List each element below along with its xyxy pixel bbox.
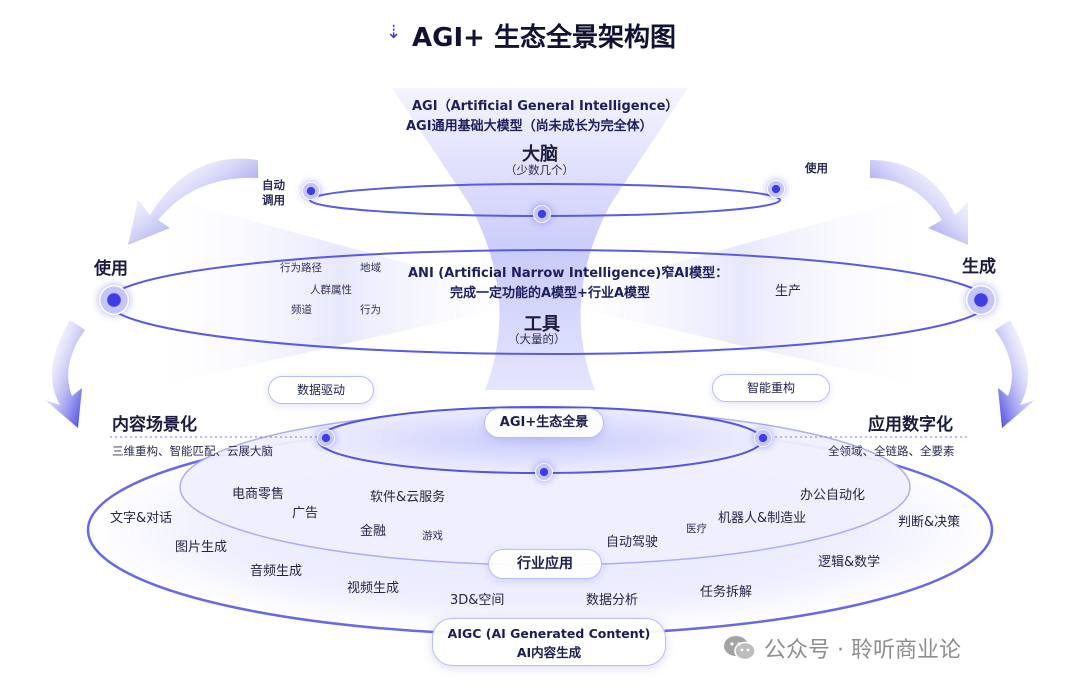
aigc-line2: AI内容生成 (433, 643, 665, 662)
watermark-text: 公众号 · 聆听商业论 (764, 632, 961, 664)
behavior-item: 地域 (360, 260, 381, 275)
industry-item: 医疗 (686, 521, 707, 536)
agi-ring-center-dot (533, 205, 551, 223)
outer-item: 图片生成 (175, 536, 227, 555)
generate-label: 生成 (962, 252, 996, 277)
industry-item: 办公自动化 (800, 484, 865, 503)
industry-pill: 行业应用 (488, 549, 602, 579)
agi-ring-right-dot (767, 180, 785, 198)
production-label: 生产 (775, 280, 801, 299)
outer-item: 音频生成 (250, 560, 302, 579)
arrow-left (45, 320, 85, 428)
use-left-label: 使用 (94, 254, 128, 279)
behavior-item: 行为 (360, 302, 381, 317)
outer-item: 视频生成 (347, 577, 399, 596)
industry-item: 游戏 (422, 528, 443, 543)
outer-item: 判断&决策 (898, 511, 960, 530)
outer-item: 数据分析 (586, 589, 638, 608)
industry-item: 自动驾驶 (606, 531, 658, 550)
behavior-item: 频道 (291, 302, 312, 317)
data-driven-pill: 数据驱动 (268, 376, 374, 404)
industry-item: 电商零售 (232, 483, 284, 502)
agi-line2: AGI通用基础大模型（尚未成长为完全体） (406, 115, 653, 134)
brain-sub: （少数几个） (505, 162, 574, 178)
outer-item: 文字&对话 (110, 507, 172, 526)
agi-ring-left-dot (302, 182, 320, 200)
behavior-item: 行为路径 (280, 260, 322, 275)
title-chevron-icon: ⇣ (386, 22, 401, 43)
outer-item: 逻辑&数学 (818, 551, 880, 570)
tool-sub: （大量的） (508, 331, 566, 347)
core-bottom-dot (535, 463, 553, 481)
app-title: 应用数字化 (868, 410, 953, 435)
ani-ring-right-dot (966, 285, 996, 315)
aigc-box: AIGC (AI Generated Content) AI内容生成 (432, 618, 666, 666)
aigc-line1: AIGC (AI Generated Content) (433, 624, 665, 643)
behavior-item: 人群属性 (310, 282, 352, 297)
arrow-right (995, 320, 1035, 428)
industry-item: 金融 (360, 520, 386, 539)
industry-item: 软件&云服务 (370, 486, 445, 505)
industry-item: 广告 (292, 502, 318, 521)
wechat-icon (722, 634, 758, 662)
smart-rebuild-pill: 智能重构 (712, 374, 830, 402)
ani-ring-left-dot (99, 285, 129, 315)
ani-line1: ANI (Artificial Narrow Intelligence)窄AI模… (408, 262, 728, 281)
center-pill: AGI+生态全景 (484, 408, 604, 438)
core-right-dot (754, 429, 772, 447)
ani-line2: 完成一定功能的A模型+行业A模型 (450, 282, 650, 301)
agi-line1: AGI（Artificial General Intelligence） (412, 95, 678, 114)
content-sub: 三维重构、智能匹配、云展大脑 (112, 443, 273, 459)
page-title: AGI+ 生态全景架构图 (412, 17, 676, 54)
auto-call-label: 自动调用 (262, 178, 290, 208)
use-top-label: 使用 (805, 160, 828, 176)
core-left-dot (317, 429, 335, 447)
outer-item: 3D&空间 (450, 589, 504, 608)
content-title: 内容场景化 (112, 410, 197, 435)
industry-item: 机器人&制造业 (718, 507, 806, 526)
app-sub: 全领域、全链路、全要素 (828, 443, 955, 459)
outer-item: 任务拆解 (700, 581, 752, 600)
